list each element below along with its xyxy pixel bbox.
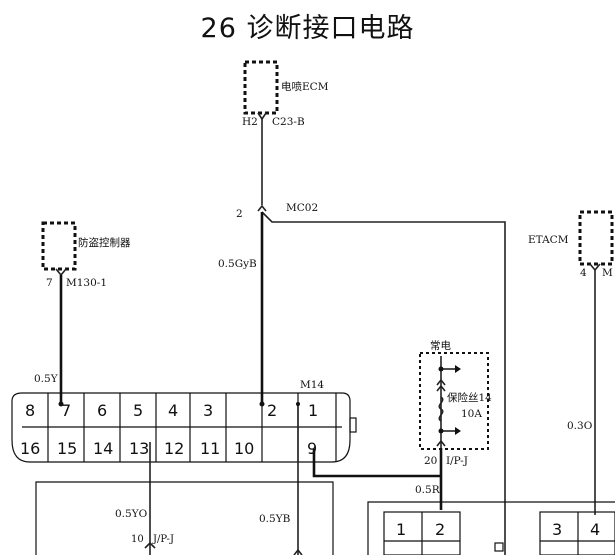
diag-latch xyxy=(349,417,357,433)
diag-pin-7: 7 xyxy=(61,401,71,420)
diag-pin-1: 1 xyxy=(308,401,318,420)
diagnostic-connector: M14 8 7 6 5 4 3 2 1 16 15 14 13 12 11 10… xyxy=(11,379,357,463)
fuse-pin: 20 xyxy=(424,455,437,467)
lower-connector-label: J/P-J xyxy=(152,534,174,545)
bottom-connector-right: 3 4 xyxy=(539,511,615,555)
diag-pin-11: 11 xyxy=(200,439,220,458)
diag-pin-13: 13 xyxy=(129,439,149,458)
etacm-box xyxy=(578,210,614,266)
splice-mc02: 2 MC02 xyxy=(236,202,318,220)
splice-pin: 2 xyxy=(236,208,243,220)
bottom-connector-left: 1 2 xyxy=(383,511,461,555)
bottom-pin-2: 2 xyxy=(435,520,445,539)
diag-pin-10: 10 xyxy=(234,439,254,458)
fuse-box: 常电 保险丝14 10A 20 I/P-J xyxy=(419,339,492,467)
diag-pin-15: 15 xyxy=(57,439,77,458)
wire-label-yb: 0.5YB xyxy=(259,513,291,525)
pin9-wire xyxy=(312,449,441,478)
diag-connector-label: M14 xyxy=(300,379,324,391)
splice-terminal xyxy=(257,204,267,212)
bottom-small-square xyxy=(494,542,504,552)
ecm-label: 电喷ECM xyxy=(281,80,329,93)
fuse-rating: 10A xyxy=(461,408,482,420)
wire-label-gyb: 0.5GyB xyxy=(218,258,257,270)
diag-pin7-node xyxy=(58,401,64,407)
splice-label: MC02 xyxy=(286,202,318,214)
bottom-pin-4: 4 xyxy=(590,520,600,539)
diag-pin-14: 14 xyxy=(93,439,113,458)
immobilizer-module: 防盗控制器 7 M130-1 xyxy=(41,221,131,289)
diag-pin-16: 16 xyxy=(20,439,40,458)
wire-label-yo: 0.5YO xyxy=(115,508,148,520)
fuse-element-icon xyxy=(438,396,444,422)
fuse-arrow-bottom-icon xyxy=(455,427,461,435)
diag-pin-2: 2 xyxy=(267,401,277,420)
immobilizer-label: 防盗控制器 xyxy=(78,236,131,249)
ecm-pin: H2 xyxy=(242,116,258,128)
diag-pin-4: 4 xyxy=(168,401,178,420)
lower-module-frame xyxy=(35,481,334,555)
immobilizer-connector: M130-1 xyxy=(66,277,107,289)
fuse-node-bottom xyxy=(438,428,444,434)
diag-connector-outline xyxy=(11,392,351,463)
ecm-module: 电喷ECM H2 C23-B xyxy=(242,60,329,128)
diag-pin1-node xyxy=(296,402,300,406)
diag-pin-3: 3 xyxy=(203,401,213,420)
fuse-connector: I/P-J xyxy=(446,455,468,467)
fuse-arrow-top-icon xyxy=(455,365,461,373)
fuse-node-top xyxy=(438,366,444,372)
fuse-chevrons-upper xyxy=(436,378,446,392)
diag-pin-9: 9 xyxy=(307,439,317,458)
ecm-connector: C23-B xyxy=(272,116,305,128)
immobilizer-pin: 7 xyxy=(46,277,53,289)
pin13-terminal xyxy=(144,541,156,549)
fuse-box-frame xyxy=(419,352,489,450)
immobilizer-box xyxy=(41,221,77,271)
diag-pin-5: 5 xyxy=(133,401,143,420)
etacm-module: ETACM 4 M xyxy=(528,210,614,279)
etacm-connector: M xyxy=(602,267,613,279)
fuse-label: 保险丝14 xyxy=(447,391,492,404)
bottom-connector-frame xyxy=(367,501,615,555)
etacm-label: ETACM xyxy=(528,234,569,246)
fuse-power-label: 常电 xyxy=(430,339,451,352)
ecm-box xyxy=(243,60,279,115)
splice-branch-wire xyxy=(261,211,506,555)
diag-pin2-node xyxy=(259,401,265,407)
diagram-title: 26 诊断接口电路 xyxy=(200,13,415,44)
diag-pin-8: 8 xyxy=(25,401,35,420)
pin1-terminal xyxy=(293,548,303,555)
diag-pin-12: 12 xyxy=(164,439,184,458)
wire-label-y: 0.5Y xyxy=(34,373,59,385)
bottom-pin-3: 3 xyxy=(552,520,562,539)
fuse-terminal xyxy=(436,439,446,447)
lower-pin-10: 10 xyxy=(131,534,144,545)
wire-label-o: 0.3O xyxy=(567,420,593,432)
wire-label-r: 0.5R xyxy=(415,484,441,496)
diag-pin-6: 6 xyxy=(97,401,107,420)
etacm-pin: 4 xyxy=(580,267,587,279)
bottom-pin-1: 1 xyxy=(396,520,406,539)
